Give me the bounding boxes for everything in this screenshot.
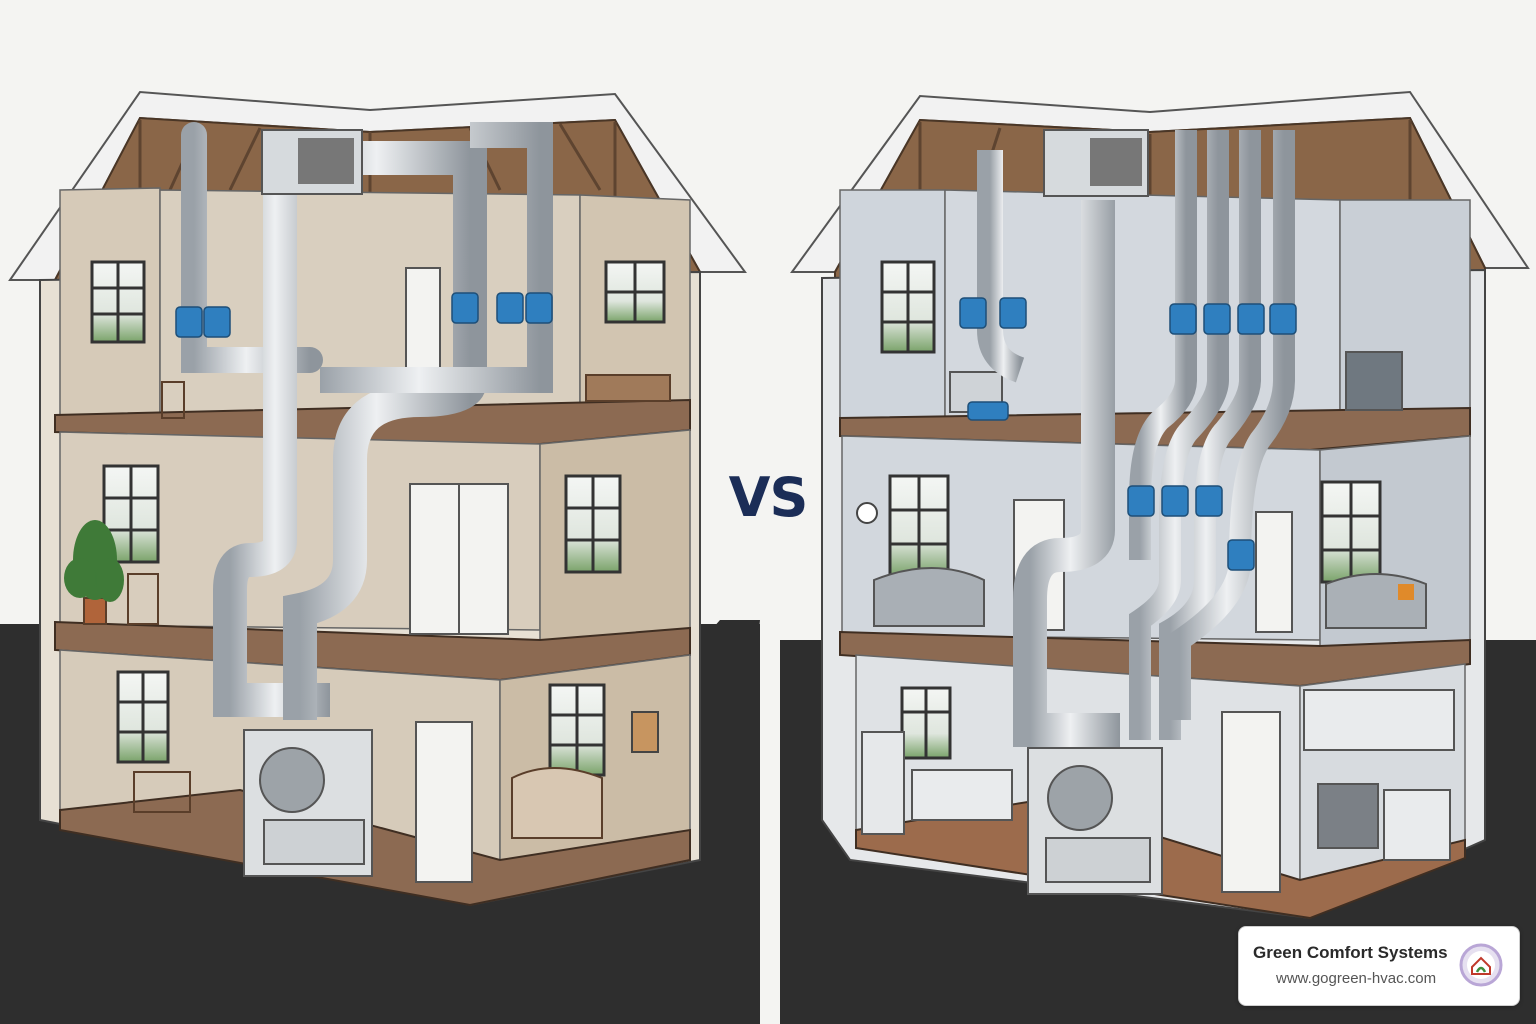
left-doors <box>405 267 509 883</box>
left-windows <box>90 260 666 777</box>
vs-label: VS <box>728 466 809 529</box>
left-house <box>8 90 747 907</box>
left-ducts <box>181 122 553 720</box>
plant <box>64 520 124 602</box>
left-furniture <box>83 374 671 839</box>
left-heat-pump <box>243 729 373 877</box>
brand-logo-icon <box>1459 943 1503 987</box>
brand-url: www.gogreen-hvac.com <box>1276 970 1437 987</box>
brand-name: Green Comfort Systems <box>1253 943 1448 962</box>
left-dampers <box>175 292 553 338</box>
wall-picture <box>631 711 659 753</box>
brand-card: Green Comfort Systems www.gogreen-hvac.c… <box>1238 926 1520 1006</box>
